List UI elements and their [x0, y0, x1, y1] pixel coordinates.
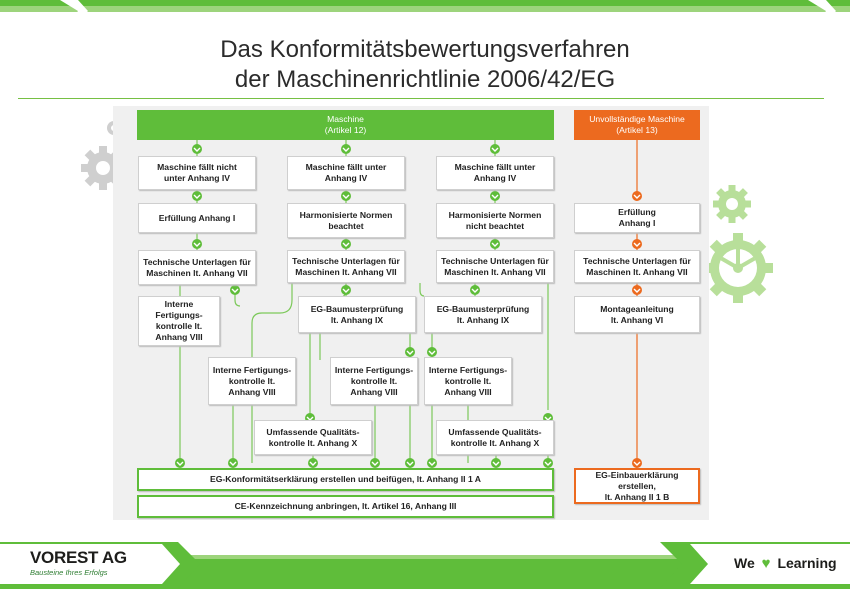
- footer-band: [0, 542, 850, 589]
- box-umfassende-qk-col2: Umfassende Qualitäts- kontrolle lt. Anha…: [254, 420, 372, 455]
- we-label: We: [734, 555, 755, 571]
- page-title-line1: Das Konformitätsbewertungsverfahren: [220, 36, 630, 63]
- box-interne-fertigung-col2a: Interne Fertigungs- kontrolle lt. Anhang…: [208, 357, 296, 405]
- box-eg-konformitaetserklaerung: EG-Konformitätserklärung erstellen und b…: [137, 468, 554, 491]
- top-frame: [0, 0, 850, 22]
- box-faellt-nicht-anhang-iv: Maschine fällt nicht unter Anhang IV: [138, 156, 256, 190]
- box-tech-unterlagen-col2: Technische Unterlagen für Maschinen lt. …: [287, 250, 405, 283]
- we-love-learning: We ♥ Learning: [734, 555, 837, 572]
- title-divider: [18, 98, 824, 99]
- box-faellt-anhang-iv-col2: Maschine fällt unter Anhang IV: [287, 156, 405, 190]
- page-title-line2: der Maschinenrichtlinie 2006/42/EG: [234, 66, 616, 93]
- learning-label: Learning: [777, 555, 837, 571]
- box-eg-einbauerklaerung: EG-Einbauerklärung erstellen, lt. Anhang…: [574, 468, 700, 504]
- box-interne-fertigung-col3a: Interne Fertigungs- kontrolle lt. Anhang…: [424, 357, 512, 405]
- box-normen-nicht-beachtet: Harmonisierte Normen nicht beachtet: [436, 203, 554, 238]
- box-interne-fertigung-col1: Interne Fertigungs- kontrolle lt. Anhang…: [138, 296, 220, 346]
- vorest-logo: VOREST AG: [30, 548, 127, 567]
- box-erfuellung-anhang-i-unvollstaendig: Erfüllung Anhang I: [574, 203, 700, 233]
- box-montageanleitung: Montageanleitung lt. Anhang VI: [574, 296, 700, 333]
- box-eg-baumuster-col2: EG-Baumusterprüfung lt. Anhang IX: [298, 296, 416, 333]
- box-ce-kennzeichnung: CE-Kennzeichnung anbringen, lt. Artikel …: [137, 495, 554, 518]
- box-tech-unterlagen-col3: Technische Unterlagen für Maschinen lt. …: [436, 250, 554, 283]
- box-interne-fertigung-col2b: Interne Fertigungs- kontrolle lt. Anhang…: [330, 357, 418, 405]
- box-umfassende-qk-col3: Umfassende Qualitäts- kontrolle lt. Anha…: [436, 420, 554, 455]
- box-normen-beachtet: Harmonisierte Normen beachtet: [287, 203, 405, 238]
- box-tech-unterlagen-col4: Technische Unterlagen für Maschinen lt. …: [574, 250, 700, 283]
- box-erfuellung-anhang-i: Erfüllung Anhang I: [138, 203, 256, 233]
- arrow-markers: [175, 144, 642, 468]
- box-eg-baumuster-col3: EG-Baumusterprüfung lt. Anhang IX: [424, 296, 542, 333]
- box-faellt-anhang-iv-col3: Maschine fällt unter Anhang IV: [436, 156, 554, 190]
- heart-icon: ♥: [761, 555, 771, 572]
- vorest-slogan: Bausteine Ihres Erfolgs: [30, 568, 108, 577]
- box-tech-unterlagen-col1: Technische Unterlagen für Maschinen lt. …: [138, 250, 256, 285]
- box-maschine: Maschine (Artikel 12): [137, 110, 554, 140]
- box-unvollstaendige-maschine: Unvollständige Maschine (Artikel 13): [574, 110, 700, 140]
